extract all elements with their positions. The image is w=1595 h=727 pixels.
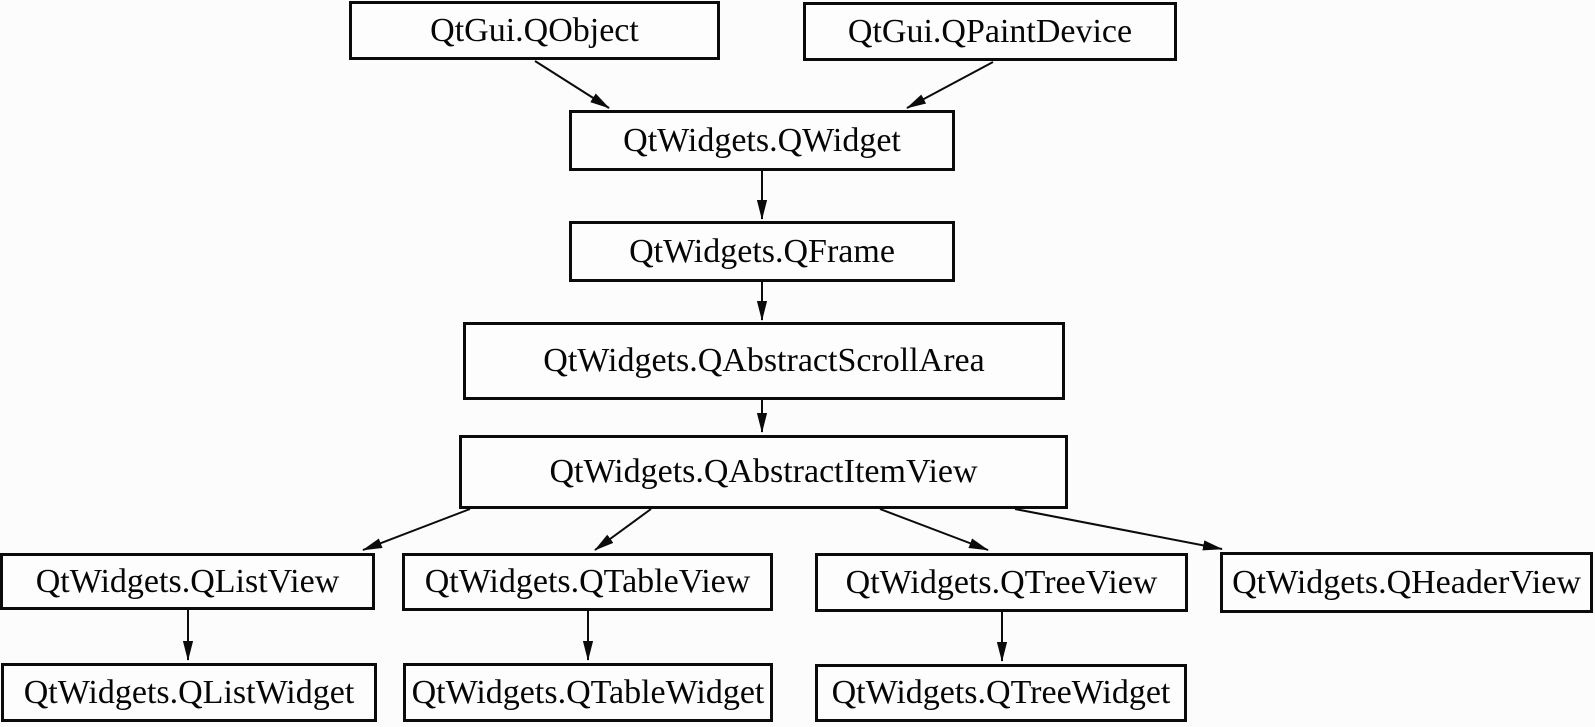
node-qlistview-label: QtWidgets.QListView: [35, 562, 340, 600]
node-qtablewidget: QtWidgets.QTableWidget: [403, 663, 773, 722]
edge-qabstractitemview-qtableview: [594, 508, 652, 551]
edge-qpaintdevice-qwidget: [906, 61, 994, 109]
node-qlistwidget-label: QtWidgets.QListWidget: [23, 673, 355, 711]
node-qabstractitemview-label: QtWidgets.QAbstractItemView: [549, 453, 978, 490]
node-qlistwidget: QtWidgets.QListWidget: [1, 663, 377, 722]
node-qabstractscrollarea-label: QtWidgets.QAbstractScrollArea: [543, 342, 985, 379]
node-qheaderview: QtWidgets.QHeaderView: [1220, 552, 1593, 613]
node-qtableview-label: QtWidgets.QTableView: [424, 563, 751, 600]
node-qtreewidget-label: QtWidgets.QTreeWidget: [831, 674, 1171, 711]
node-qtableview: QtWidgets.QTableView: [402, 553, 773, 611]
node-qtreewidget: QtWidgets.QTreeWidget: [815, 664, 1187, 722]
node-qabstractscrollarea: QtWidgets.QAbstractScrollArea: [463, 322, 1065, 400]
node-qframe: QtWidgets.QFrame: [569, 221, 955, 282]
node-qobject: QtGui.QObject: [349, 1, 720, 60]
edge-qabstractitemview-qheaderview: [1014, 508, 1223, 551]
node-qabstractitemview: QtWidgets.QAbstractItemView: [459, 435, 1068, 509]
node-qtablewidget-label: QtWidgets.QTableWidget: [411, 673, 765, 711]
node-qwidget-label: QtWidgets.QWidget: [623, 121, 901, 159]
node-qwidget: QtWidgets.QWidget: [569, 110, 955, 171]
edge-qobject-qwidget: [534, 60, 610, 109]
node-qframe-label: QtWidgets.QFrame: [629, 232, 895, 270]
edge-qabstractitemview-qtreeview: [879, 508, 989, 551]
node-qobject-label: QtGui.QObject: [430, 11, 639, 49]
node-qpaintdevice-label: QtGui.QPaintDevice: [847, 12, 1133, 50]
node-qtreeview: QtWidgets.QTreeView: [815, 553, 1188, 612]
node-qpaintdevice: QtGui.QPaintDevice: [803, 2, 1177, 61]
node-qtreeview-label: QtWidgets.QTreeView: [845, 563, 1158, 601]
edge-qabstractitemview-qlistview: [362, 508, 471, 551]
node-qlistview: QtWidgets.QListView: [0, 553, 375, 610]
node-qheaderview-label: QtWidgets.QHeaderView: [1232, 563, 1581, 601]
